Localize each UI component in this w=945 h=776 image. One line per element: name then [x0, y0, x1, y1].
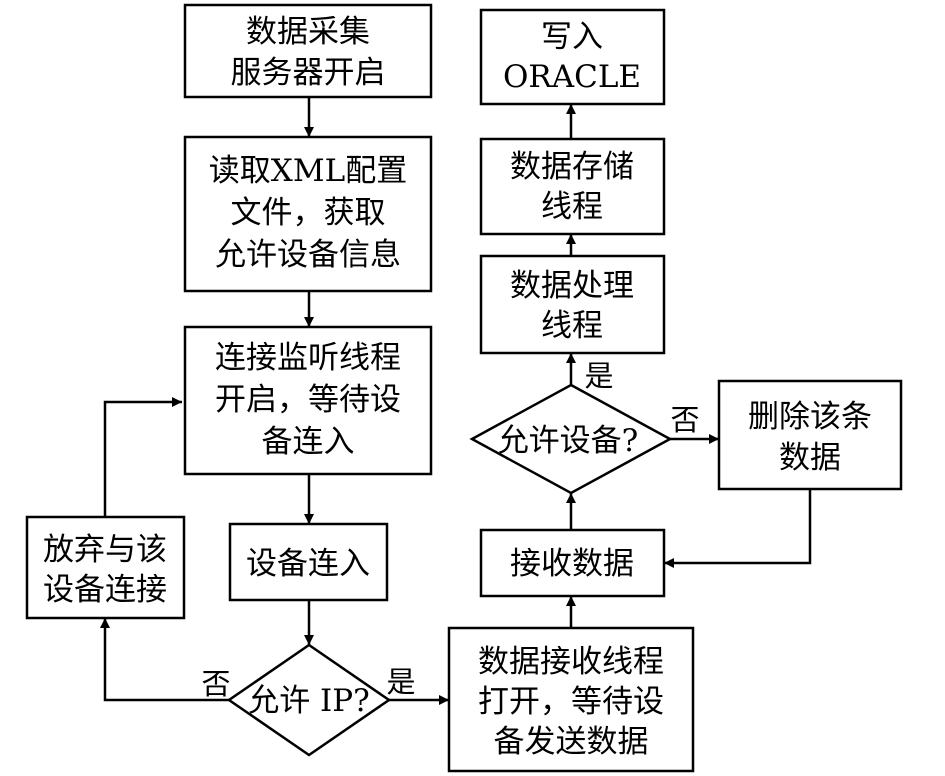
node-delete: 删除该条 数据	[717, 379, 903, 491]
node-process-line2: 线程	[541, 308, 603, 344]
node-receive-label: 接收数据	[510, 546, 634, 582]
node-store-line2: 线程	[541, 189, 603, 225]
edge-abandon-to-listen	[103, 397, 182, 517]
node-store: 数据存储 线程	[479, 137, 666, 236]
edge-allowip-no-to-abandon	[100, 618, 229, 702]
node-listen-line2: 开启，等待设	[215, 382, 401, 418]
edge-label-dev-no: 否	[670, 403, 699, 437]
node-delete-line1: 删除该条	[748, 399, 872, 435]
node-recv-thread-line1: 数据接收线程	[478, 644, 664, 680]
node-abandon-line2: 设备连接	[43, 572, 167, 608]
edge-label-dev-yes: 是	[584, 359, 613, 393]
node-delete-line2: 数据	[779, 440, 841, 476]
node-device-in-label: 设备连入	[246, 546, 370, 582]
node-read-xml-line1: 读取XML配置	[209, 153, 407, 189]
node-write: 写入 ORACLE	[479, 8, 666, 106]
node-listen: 连接监听线程 开启，等待设 备连入	[183, 325, 433, 476]
node-listen-line1: 连接监听线程	[215, 340, 401, 376]
node-process: 数据处理 线程	[479, 254, 666, 355]
node-allow-device-label: 允许设备?	[498, 423, 639, 459]
node-read-xml-line3: 允许设备信息	[215, 237, 401, 273]
node-receive: 接收数据	[479, 528, 666, 598]
node-listen-line3: 备连入	[262, 424, 355, 460]
node-process-line1: 数据处理	[510, 268, 634, 304]
edge-delete-to-receive	[664, 489, 812, 568]
node-abandon: 放弃与该 设备连接	[25, 515, 186, 620]
node-start: 数据采集 服务器开启	[183, 3, 433, 99]
node-abandon-line1: 放弃与该	[43, 532, 167, 568]
node-start-line2: 服务器开启	[231, 55, 386, 91]
node-write-line2: ORACLE	[503, 59, 641, 95]
node-read-xml: 读取XML配置 文件，获取 允许设备信息	[183, 135, 433, 293]
edge-label-ip-yes: 是	[386, 665, 415, 699]
node-allow-ip-label: 允许 IP?	[248, 683, 370, 719]
node-allow-device: 允许设备?	[469, 383, 673, 495]
node-device-in: 设备连入	[228, 522, 389, 602]
node-recv-thread-line3: 备发送数据	[494, 724, 649, 760]
node-read-xml-line2: 文件，获取	[231, 195, 386, 231]
node-recv-thread: 数据接收线程 打开，等待设 备发送数据	[447, 626, 695, 773]
edge-label-ip-no: 否	[201, 667, 230, 701]
node-allow-ip: 允许 IP?	[226, 643, 392, 757]
node-write-line1: 写入	[541, 19, 603, 55]
node-store-line1: 数据存储	[510, 149, 634, 185]
node-start-line1: 数据采集	[246, 14, 370, 50]
node-recv-thread-line2: 打开，等待设	[478, 684, 664, 720]
